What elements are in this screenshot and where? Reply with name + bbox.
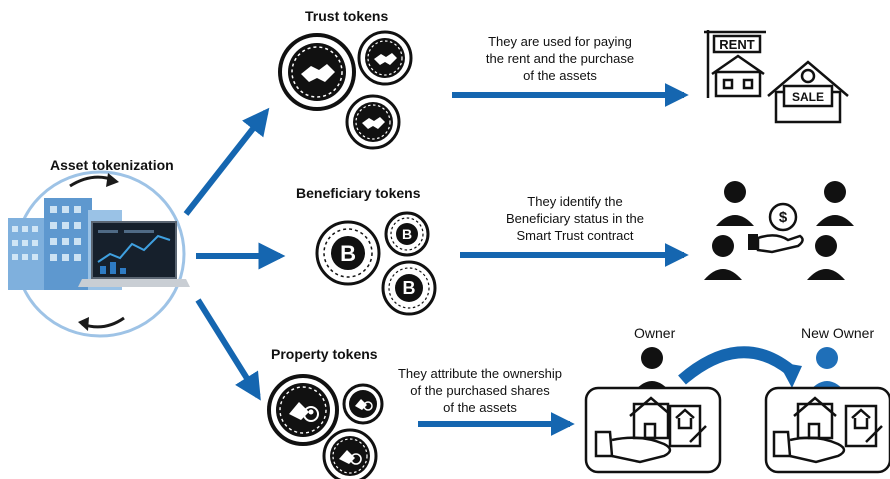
beneficiary-tokens-description: They identify the Beneficiary status in … [470,193,680,244]
property-tokens-description: They attribute the ownership of the purc… [380,365,580,416]
property-desc-line-3: of the assets [443,400,517,415]
b-letter-bottom: B [403,278,416,298]
property-desc-line-1: They attribute the ownership [397,366,563,381]
b-letter-top: B [402,226,412,242]
rent-sign-label: RENT [719,37,754,52]
handshake-coin-icon [278,30,413,150]
arrow-to-trust-tokens [183,107,270,216]
sale-sign-label: SALE [792,90,824,104]
ownership-transfer-icon [584,346,890,474]
property-desc-line-2: of the purchased shares [410,383,550,398]
asset-tokenization-illustration [8,170,190,338]
trust-desc-line-2: the rent and the purchase [485,51,635,66]
trust-tokens-heading: Trust tokens [305,8,389,24]
arrow-to-property-tokens [195,298,261,401]
beneficiaries-payment-icon [704,181,854,280]
b-coin-icon: B B B [315,211,437,316]
property-tokens-heading: Property tokens [271,346,378,362]
trust-desc-line-1: They are used for paying [488,34,632,49]
beneficiary-desc-line-2: Beneficiary status in the [505,211,645,226]
beneficiary-desc-line-3: Smart Trust contract [516,228,634,243]
owner-label: Owner [634,325,676,341]
b-letter-large: B [340,241,356,266]
source-title: Asset tokenization [50,157,174,173]
trust-tokens-description: They are used for paying the rent and th… [450,33,670,84]
dollar-coin-symbol: $ [779,209,788,226]
rent-sale-house-icon [704,30,849,124]
beneficiary-desc-line-1: They identify the [527,194,623,209]
new-owner-label: New Owner [801,325,875,341]
beneficiary-tokens-heading: Beneficiary tokens [296,185,421,201]
trust-desc-line-3: of the assets [523,68,597,83]
property-coin-icon [267,374,384,479]
